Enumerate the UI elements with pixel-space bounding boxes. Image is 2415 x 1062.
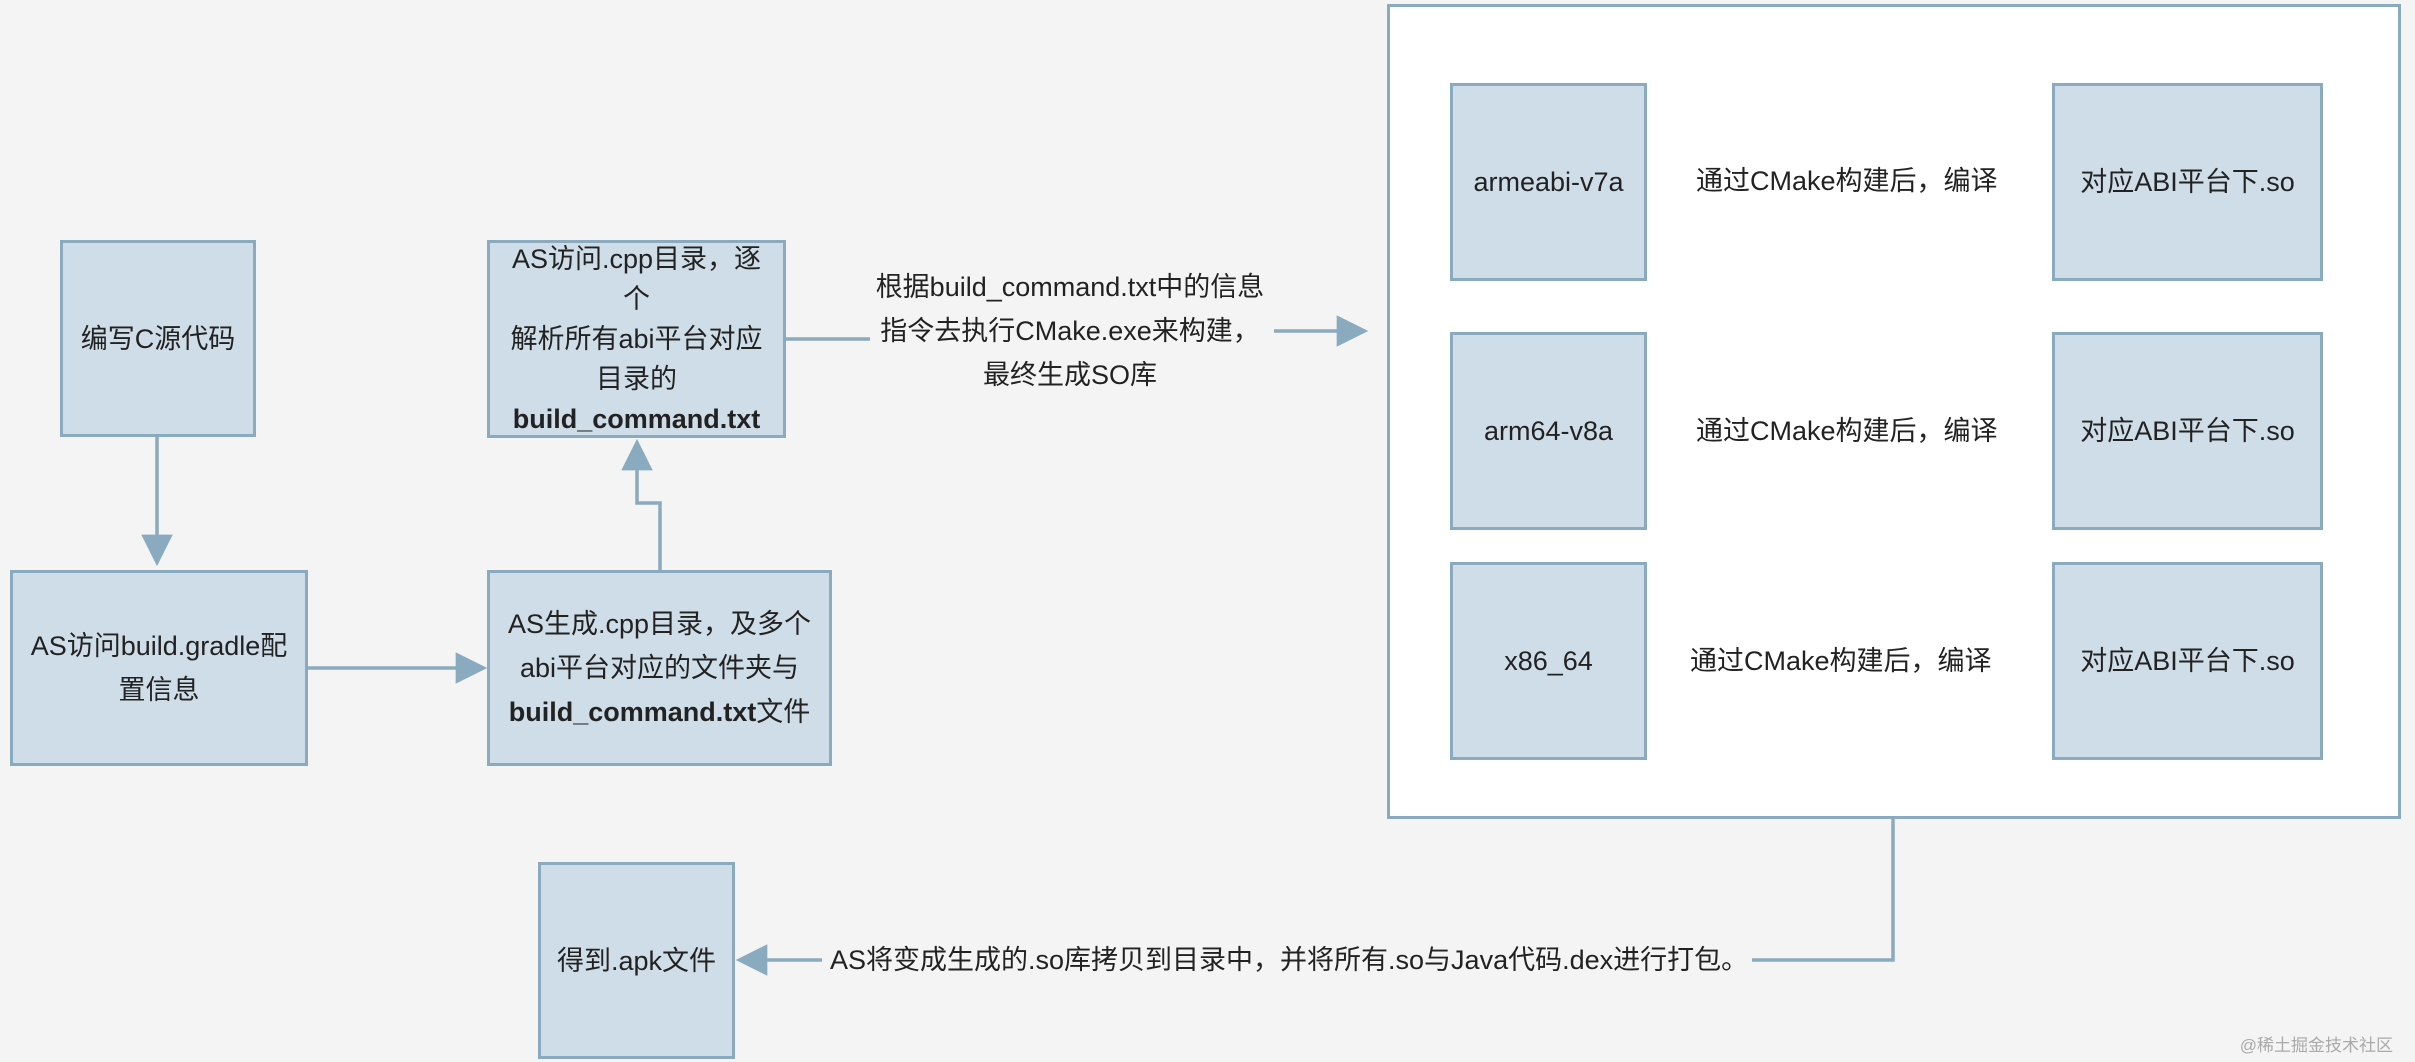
edge-label-line: 指令去执行CMake.exe来构建， <box>880 316 1260 346</box>
node-text-line: AS生成.cpp目录，及多个 <box>507 609 812 639</box>
arrow-container-down <box>1752 818 1895 962</box>
node-text: armeabi-v7a <box>1473 167 1624 197</box>
node-text-bold: build_command.txt <box>512 404 761 434</box>
arrow-gencpp-to-accesscpp <box>621 438 662 570</box>
edge-label-compile-3: 通过CMake构建后，编译 <box>1686 639 1996 683</box>
node-text-line: 目录的 <box>596 364 677 394</box>
node-so-1: 对应ABI平台下.so <box>2052 83 2323 281</box>
node-text: 对应ABI平台下.so <box>2080 416 2295 446</box>
edge-label-compile-2: 通过CMake构建后，编译 <box>1692 409 2002 453</box>
node-text: 对应ABI平台下.so <box>2080 646 2295 676</box>
node-text-line: abi平台对应的文件夹与 <box>519 653 800 683</box>
node-text-line: 解析所有abi平台对应 <box>510 324 763 354</box>
node-text-line: AS访问.cpp目录，逐个 <box>511 244 762 314</box>
edge-label-line: 根据build_command.txt中的信息 <box>875 272 1265 302</box>
node-text: x86_64 <box>1504 646 1593 676</box>
node-text: AS访问build.gradle配置信息 <box>30 631 288 705</box>
node-text: 得到.apk文件 <box>556 945 717 976</box>
node-access-gradle: AS访问build.gradle配置信息 <box>10 570 308 766</box>
edge-label-compile-1: 通过CMake构建后，编译 <box>1692 159 2002 203</box>
node-write-c-source: 编写C源代码 <box>60 240 256 437</box>
node-so-3: 对应ABI平台下.so <box>2052 562 2323 760</box>
node-access-cpp: AS访问.cpp目录，逐个 解析所有abi平台对应 目录的 build_comm… <box>487 240 786 438</box>
node-apk: 得到.apk文件 <box>538 862 735 1059</box>
edge-label-cmake: 根据build_command.txt中的信息 指令去执行CMake.exe来构… <box>870 265 1270 397</box>
node-abi-x86-64: x86_64 <box>1450 562 1647 760</box>
node-text-line: build_command.txt文件 <box>509 690 811 734</box>
node-text-bold: build_command.txt <box>508 697 757 727</box>
edge-label-line: 最终生成SO库 <box>982 360 1157 390</box>
node-text: 编写C源代码 <box>80 323 236 354</box>
node-text: 对应ABI平台下.so <box>2080 167 2295 197</box>
node-abi-arm64-v8a: arm64-v8a <box>1450 332 1647 530</box>
node-text-tail: 文件 <box>756 697 811 727</box>
watermark: @稀土掘金技术社区 <box>2239 1036 2393 1055</box>
node-generate-cpp: AS生成.cpp目录，及多个 abi平台对应的文件夹与 build_comman… <box>487 570 832 766</box>
edge-label-package: AS将变成生成的.so库拷贝到目录中，并将所有.so与Java代码.dex进行打… <box>826 938 1753 982</box>
node-so-2: 对应ABI平台下.so <box>2052 332 2323 530</box>
node-abi-armeabi-v7a: armeabi-v7a <box>1450 83 1647 281</box>
node-text: arm64-v8a <box>1483 416 1614 446</box>
